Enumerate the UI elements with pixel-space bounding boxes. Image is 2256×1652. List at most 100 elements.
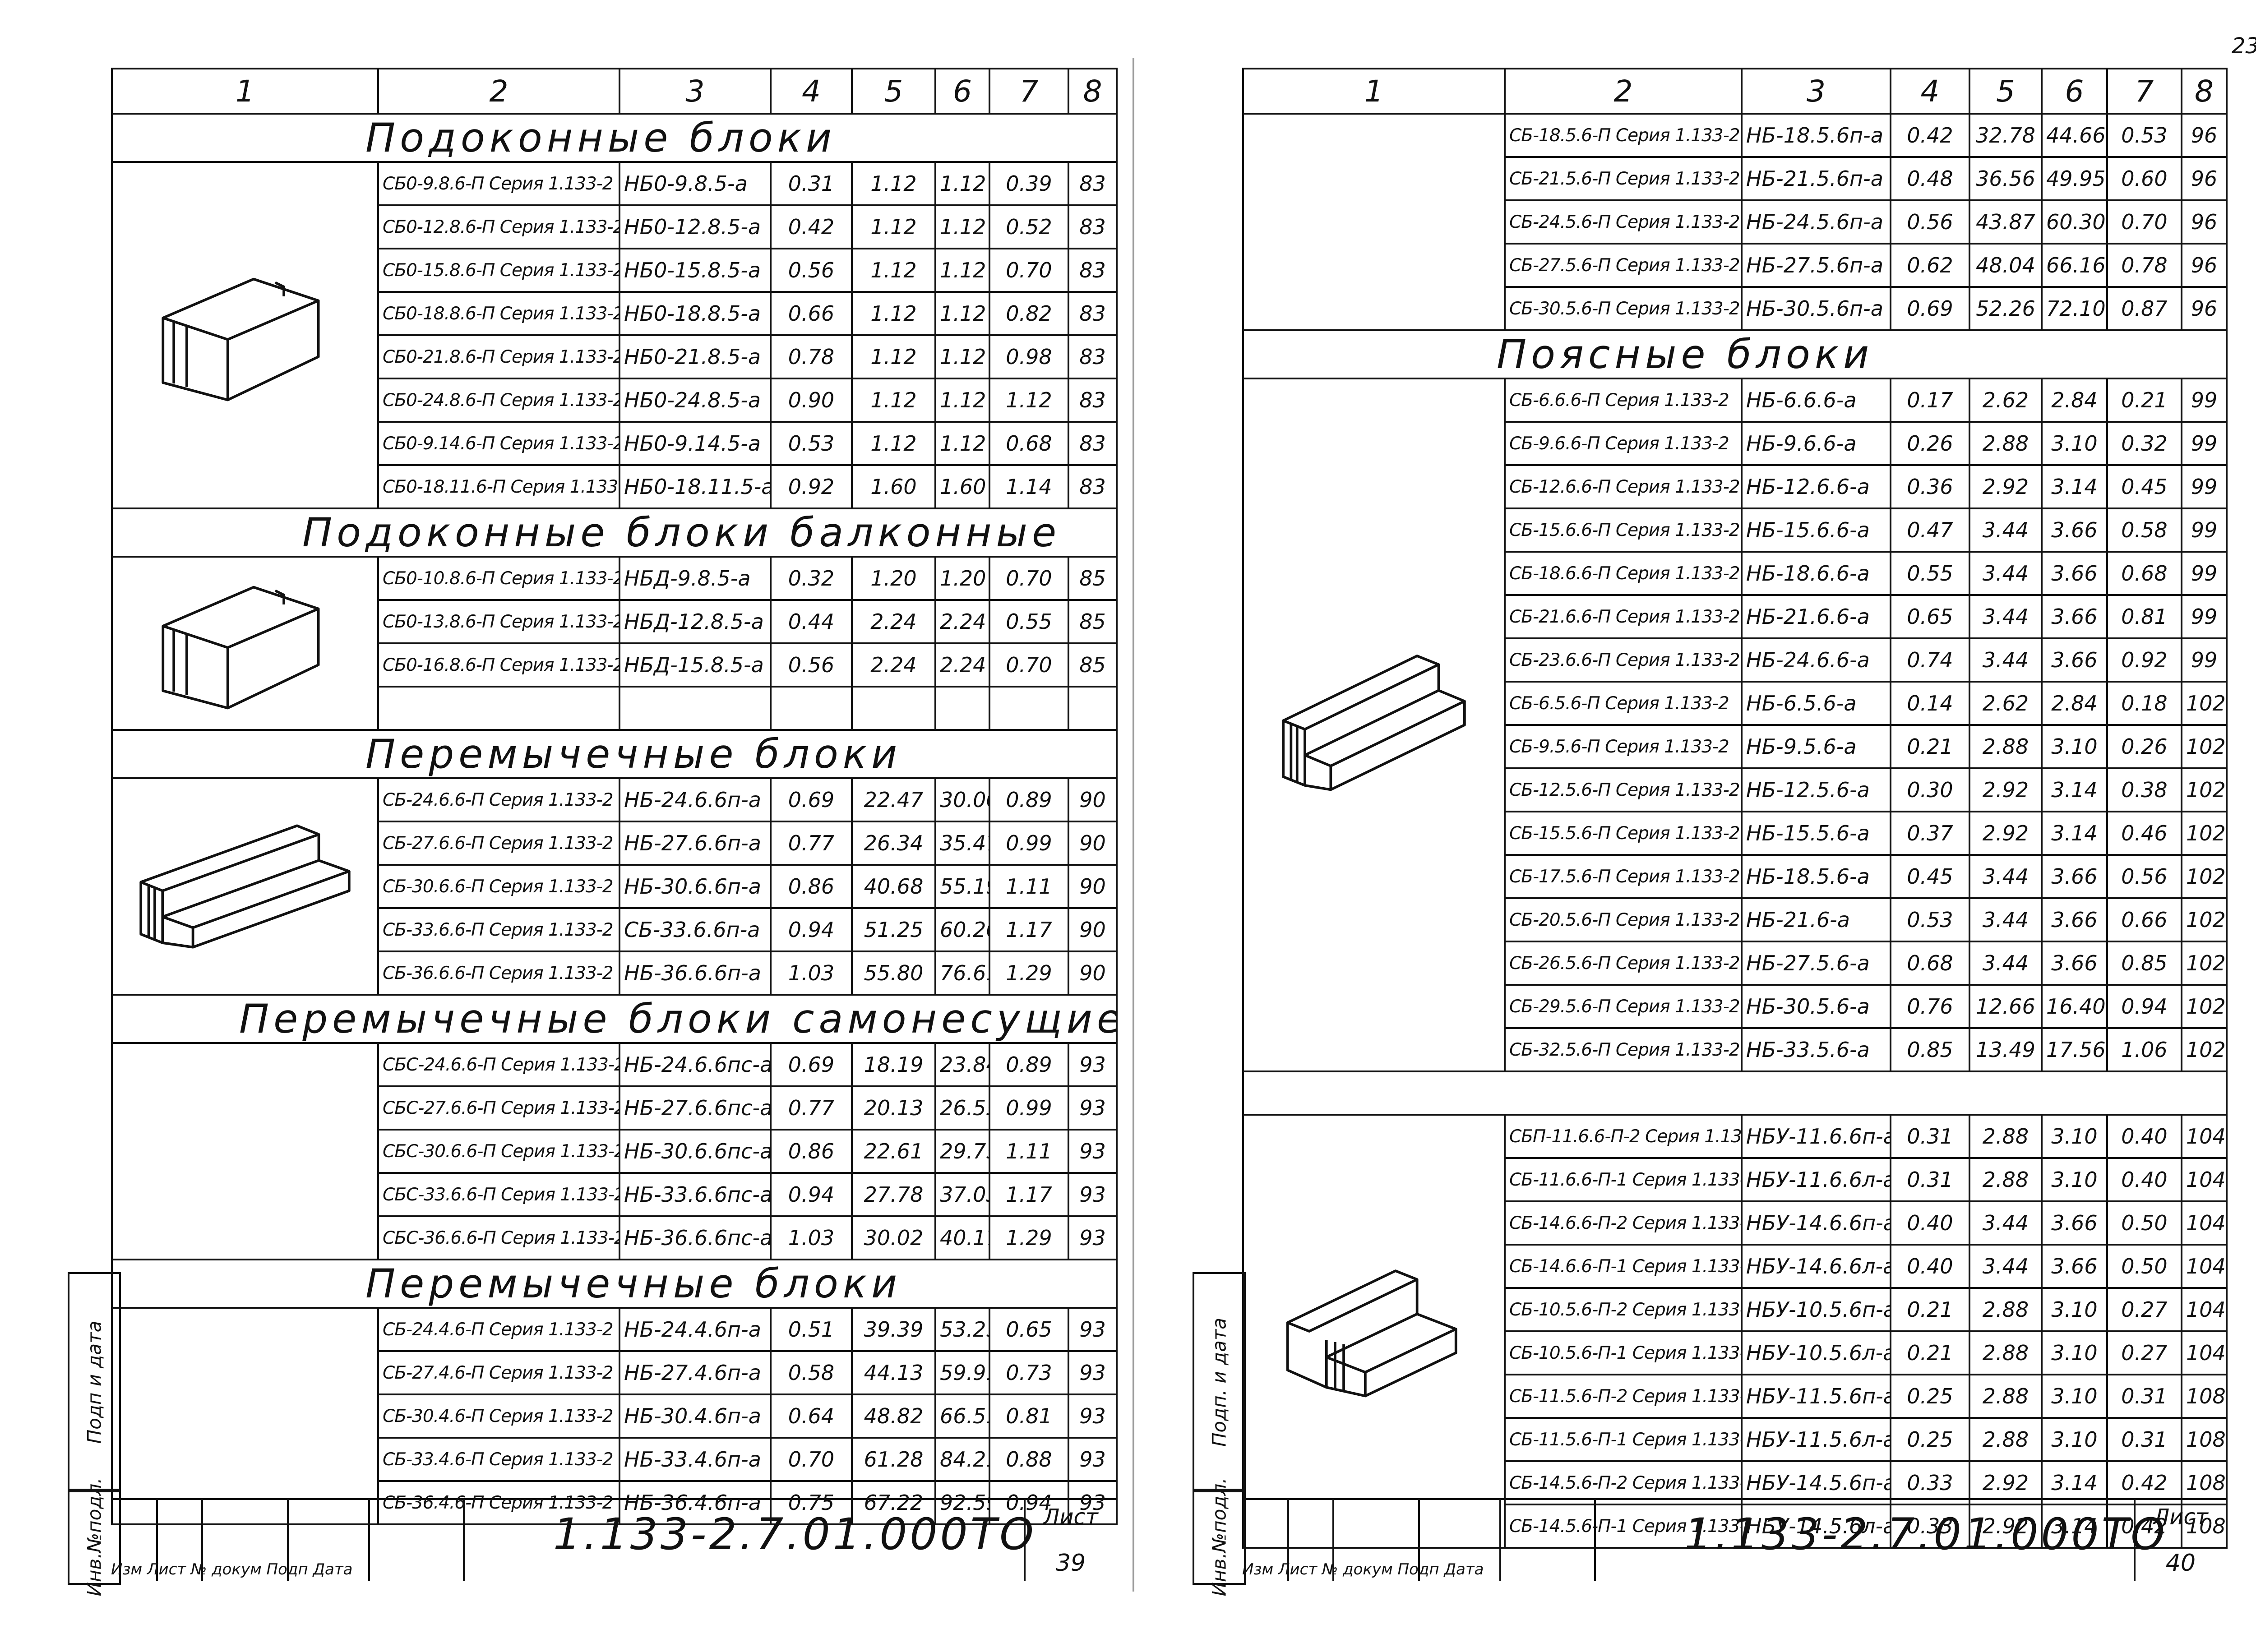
table-row [112, 686, 1118, 731]
steel-value: 13.49 [1969, 1027, 2043, 1072]
block-code: НБ-9.5.6-а [1741, 724, 1891, 769]
steel-total-value: 1.12 [934, 204, 990, 249]
block-mark: СБ0-9.8.6-П Серия 1.133-2 [377, 161, 620, 206]
right-title-block: Изм Лист № докум Подп Дата 1.133-2.7.01.… [1242, 1498, 2226, 1581]
mass-value: 0.99 [989, 821, 1069, 866]
steel-total-value: 35.47 [934, 821, 990, 866]
mass-value: 0.81 [2106, 594, 2182, 639]
block-mark: СБ-36.6.6-П Серия 1.133-2 [377, 951, 620, 996]
volume-value [770, 686, 853, 731]
sheet-ref: 104 [2181, 1330, 2228, 1375]
steel-value: 1.20 [851, 556, 936, 601]
sheet-ref: 102 [2181, 681, 2228, 726]
block-mark: СБ-10.5.6-П-2 Серия 1.133-2 [1504, 1287, 1743, 1332]
steel-total-value: 3.66 [2041, 508, 2108, 553]
sheet-ref: 93 [1068, 1215, 1118, 1260]
column-header: 1 [1242, 68, 1506, 115]
steel-value: 1.12 [851, 248, 936, 293]
spacer-row [1242, 1071, 2228, 1116]
lintel-block-drawing [139, 824, 351, 949]
block-mark: СБ-14.6.6-П-2 Серия 1.133-2 [1504, 1200, 1743, 1246]
block-code: НБ-27.6.6п-а [619, 821, 772, 866]
block-code: НБУ-10.5.6л-а [1741, 1330, 1891, 1375]
steel-value [851, 686, 936, 731]
steel-total-value: 3.10 [2041, 1287, 2108, 1332]
block-mark: СБ-36.4.6-П Серия 1.133-2 [377, 1480, 620, 1525]
steel-total-value: 92.59 [934, 1480, 990, 1525]
side-stamp-inventory: Инв.№подл. [1193, 1477, 1246, 1596]
mass-value: 0.94 [989, 1480, 1069, 1525]
volume-value: 0.33 [1890, 1504, 1970, 1549]
section-title-row: Перемычечные блоки [111, 729, 1118, 779]
mass-value: 1.06 [2106, 1027, 2182, 1072]
steel-value: 30.02 [851, 1215, 936, 1260]
block-mark [377, 686, 620, 731]
block-mark: СБ-14.5.6-П-2 Серия 1.133-2 [1504, 1460, 1743, 1505]
mass-value: 0.68 [2106, 551, 2182, 596]
block-mark: СБС-33.6.6-П Серия 1.133-2 [377, 1172, 620, 1217]
volume-value: 0.68 [1890, 941, 1970, 986]
steel-total-value: 3.10 [2041, 1114, 2108, 1159]
volume-value: 0.78 [770, 334, 853, 379]
column-header: 2 [377, 68, 620, 115]
steel-total-value: 3.66 [2041, 854, 2108, 899]
steel-value: 40.68 [851, 864, 936, 909]
volume-value: 0.86 [770, 864, 853, 909]
block-code: НБД-9.8.5-а [619, 556, 772, 601]
mass-value: 0.52 [989, 204, 1069, 249]
drawing-cell [1242, 113, 1506, 331]
steel-total-value: 60.30 [2041, 199, 2108, 245]
sheet-ref: 83 [1068, 161, 1118, 206]
block-code: НБ-18.5.6-а [1741, 854, 1891, 899]
mass-value: 0.87 [2106, 286, 2182, 331]
mass-value: 0.70 [989, 556, 1069, 601]
block-mark: СБ-33.4.6-П Серия 1.133-2 [377, 1437, 620, 1482]
section-title: Подоконные блоки [111, 113, 1118, 163]
steel-value: 1.12 [851, 378, 936, 423]
steel-value: 2.62 [1969, 378, 2043, 423]
sheet-ref: 93 [1068, 1085, 1118, 1131]
volume-value: 0.48 [1890, 156, 1970, 201]
sheet-ref: 102 [2181, 767, 2228, 812]
sheet-ref: 93 [1068, 1350, 1118, 1395]
volume-value: 0.69 [770, 777, 853, 822]
page-corner-number: 23 [2231, 33, 2256, 59]
block-code: НБ-12.5.6-а [1741, 767, 1891, 812]
steel-value: 3.44 [1969, 508, 2043, 553]
sheet-ref: 90 [1068, 907, 1118, 952]
sheet-ref: 96 [2181, 156, 2228, 201]
steel-value: 3.44 [1969, 1244, 2043, 1289]
volume-value: 0.74 [1890, 637, 1970, 683]
mass-value: 0.27 [2106, 1287, 2182, 1332]
block-code: НБ-9.6.6-а [1741, 421, 1891, 466]
steel-value: 44.13 [851, 1350, 936, 1395]
steel-total-value: 23.84 [934, 1042, 990, 1087]
mass-value: 1.17 [989, 907, 1069, 952]
stamp-grid [1242, 1500, 1596, 1581]
steel-value: 22.61 [851, 1129, 936, 1174]
steel-value: 36.56 [1969, 156, 2043, 201]
block-code: НБ0-24.8.5-а [619, 378, 772, 423]
volume-value: 0.25 [1890, 1417, 1970, 1462]
sheet-ref: 99 [2181, 637, 2228, 683]
mass-value: 0.94 [2106, 984, 2182, 1029]
block-mark: СБ-21.6.6-П Серия 1.133-2 [1504, 594, 1743, 639]
volume-value: 0.42 [770, 204, 853, 249]
steel-total-value: 26.55 [934, 1085, 990, 1131]
sheet-ref: 83 [1068, 421, 1118, 466]
block-mark: СБ-24.6.6-П Серия 1.133-2 [377, 777, 620, 822]
volume-value: 0.94 [770, 1172, 853, 1217]
steel-total-value: 3.14 [2041, 1504, 2108, 1549]
block-mark: СБ0-10.8.6-П Серия 1.133-2 [377, 556, 620, 601]
mass-value [989, 686, 1069, 731]
sheet-ref: 90 [1068, 821, 1118, 866]
